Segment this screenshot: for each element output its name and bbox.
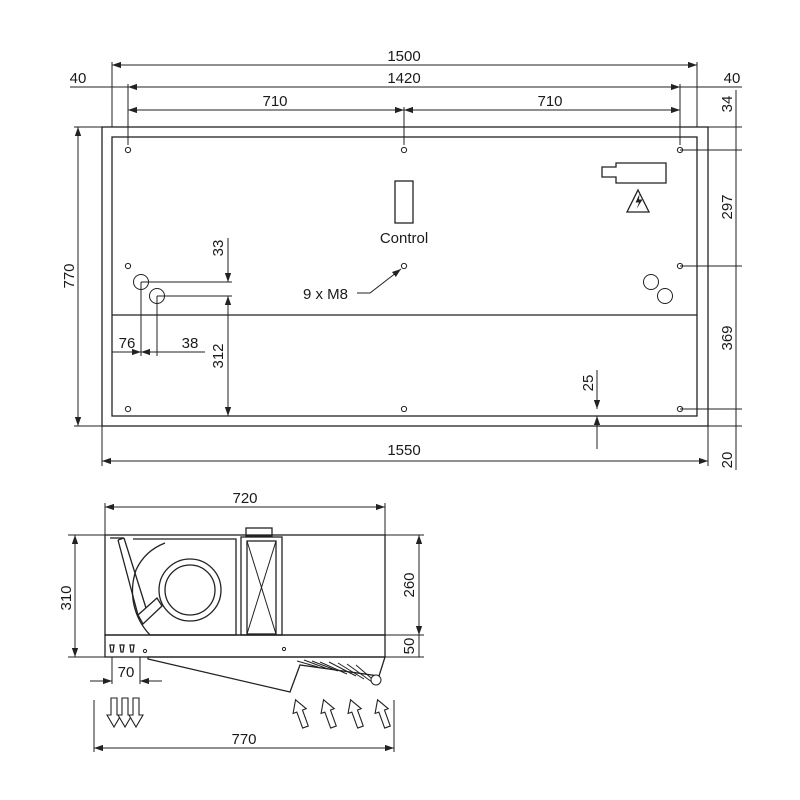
heat-exchanger: [240, 536, 283, 636]
dimension-710-left: 710: [128, 93, 405, 145]
pipe-connection-right-1: [643, 274, 659, 290]
dimension-40-right: 40: [680, 70, 742, 88]
svg-text:310: 310: [58, 585, 75, 610]
svg-text:770: 770: [61, 263, 78, 288]
svg-text:38: 38: [182, 335, 199, 352]
mounting-hole: [124, 146, 132, 154]
dimension-260-50: 260 50: [385, 534, 424, 658]
electrical-warning-icon: [625, 188, 651, 213]
svg-text:70: 70: [118, 664, 135, 681]
svg-text:40: 40: [70, 70, 87, 87]
svg-text:76: 76: [119, 335, 136, 352]
svg-text:369: 369: [719, 325, 736, 350]
mounting-hole: [400, 146, 408, 154]
dimension-40-left: 40: [70, 70, 128, 88]
svg-text:770: 770: [231, 731, 256, 748]
up-right-arrow-icon: [292, 698, 391, 729]
dimension-33: 33: [141, 238, 232, 283]
outer-frame: [101, 126, 709, 427]
bolts-label: 9 x M8: [303, 286, 348, 303]
pipe-stub: [245, 527, 273, 537]
pipe-connection-right-2: [657, 288, 673, 304]
deflector-plate: [147, 656, 386, 693]
dimension-710-right: 710: [404, 93, 680, 114]
svg-text:297: 297: [719, 194, 736, 219]
svg-text:1500: 1500: [387, 48, 420, 65]
svg-text:710: 710: [262, 93, 287, 110]
grille-vanes: [296, 659, 382, 686]
dimension-70: 70: [90, 657, 162, 685]
fan-impeller-inner: [164, 564, 216, 616]
nozzles: [109, 644, 287, 654]
dimension-312: 312: [157, 295, 232, 416]
heat-exchanger-core: [246, 540, 277, 635]
svg-text:40: 40: [724, 70, 741, 87]
dimension-310: 310: [58, 534, 105, 658]
svg-text:312: 312: [210, 343, 227, 368]
damper-slat: [123, 537, 147, 609]
dimension-720: 720: [104, 490, 386, 535]
svg-text:1550: 1550: [387, 442, 420, 459]
svg-text:710: 710: [537, 93, 562, 110]
electrical-box: [601, 162, 667, 184]
dimension-76-38: 76 38: [112, 282, 205, 356]
top-view: Control 9 x M8 1500 1420 710: [61, 48, 742, 470]
dimension-770-width: 770: [93, 700, 395, 752]
mounting-hole: [124, 262, 132, 270]
damper-flap: [137, 597, 163, 626]
dimension-1550: 1550: [101, 426, 709, 466]
mounting-hole: [124, 405, 132, 413]
svg-text:50: 50: [401, 638, 418, 655]
svg-text:33: 33: [210, 240, 227, 257]
mounting-holes: [124, 146, 684, 413]
mounting-hole: [400, 405, 408, 413]
fan-scroll: [131, 538, 237, 636]
mounting-hole: [400, 262, 408, 270]
svg-text:25: 25: [580, 375, 597, 392]
svg-text:720: 720: [232, 490, 257, 507]
unit-base-panel: [104, 634, 386, 658]
inner-frame: [111, 136, 698, 417]
dimension-770-height: 770: [61, 126, 102, 427]
dimension-1420: 1420: [127, 70, 681, 145]
side-view: 720 310 260 50 70: [58, 490, 424, 752]
svg-text:20: 20: [719, 452, 736, 469]
svg-text:34: 34: [719, 96, 736, 113]
down-arrow-icon: [106, 697, 144, 729]
dimension-25: 25: [580, 370, 601, 449]
control-label: Control: [380, 230, 428, 247]
bolts-leader: [357, 268, 402, 294]
svg-text:260: 260: [401, 572, 418, 597]
fan-impeller-outer: [158, 558, 222, 622]
damper-slat: [117, 539, 139, 616]
dimension-right-chain: 34 297 369 20: [680, 90, 742, 470]
svg-text:1420: 1420: [387, 70, 420, 87]
dimension-1500: 1500: [111, 48, 698, 127]
control-box: [394, 180, 414, 224]
